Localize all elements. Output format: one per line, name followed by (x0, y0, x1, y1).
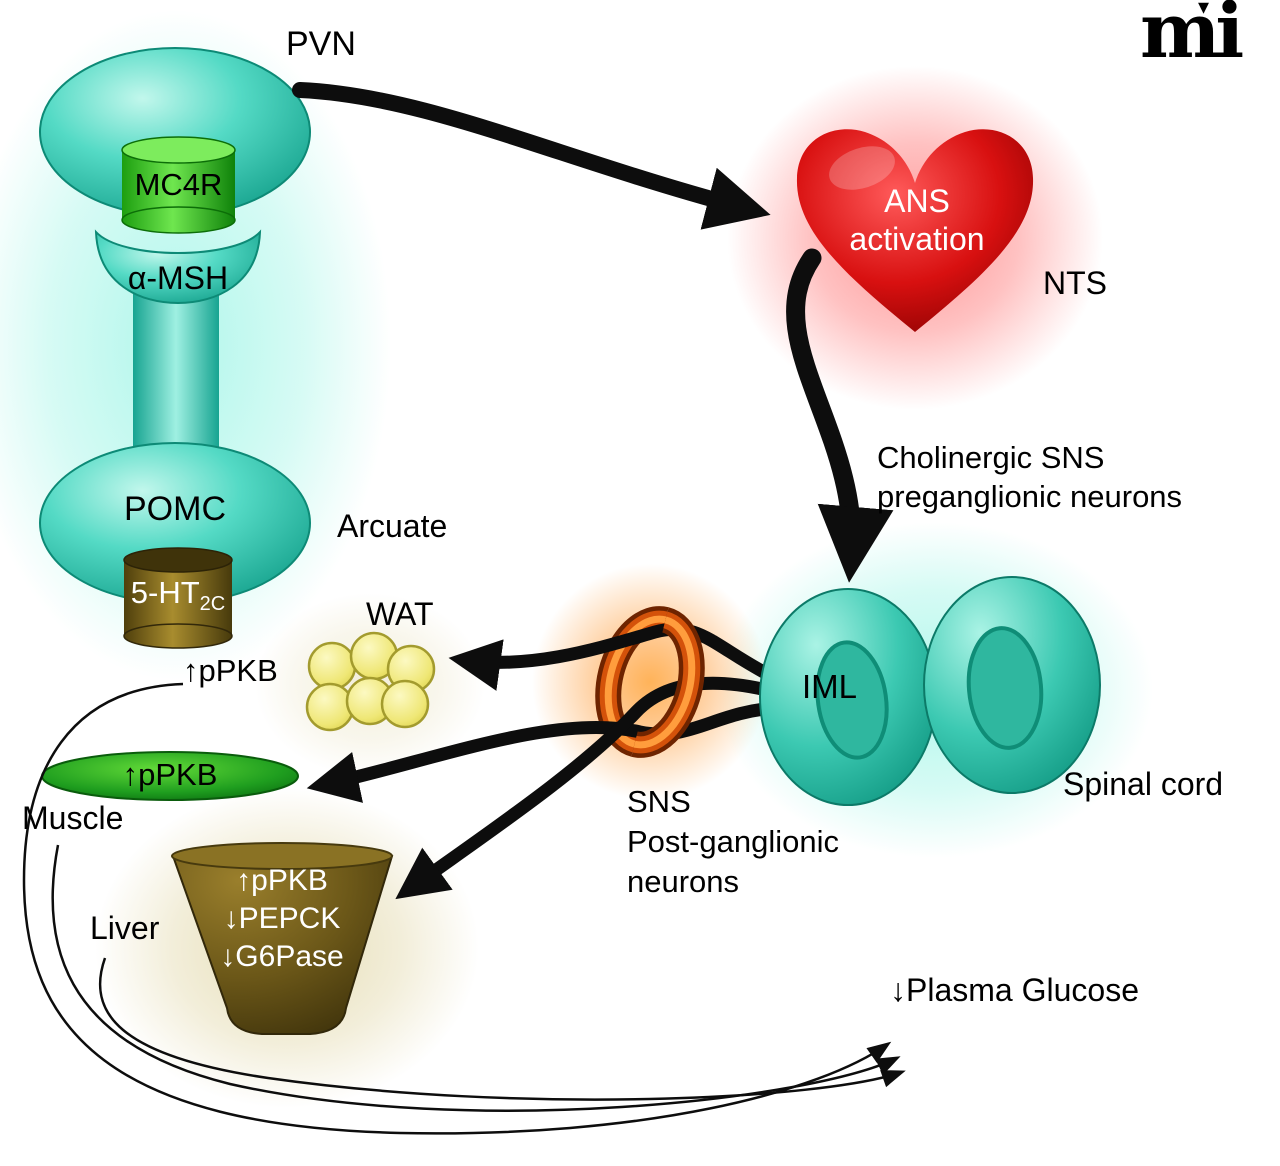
five-ht2c-label: 5-HT2C (122, 575, 234, 617)
spinal-cord-shape (759, 576, 1101, 806)
journal-logo: mi ▾ (1140, 0, 1260, 76)
heart-highlight (829, 146, 895, 190)
activation-line: activation (849, 221, 985, 257)
mc4r-receptor (121, 136, 236, 234)
ganglion-glow (532, 564, 768, 800)
pvn-label: PVN (286, 25, 356, 63)
liver-g6pase-line: ↓G6Pase (220, 940, 344, 973)
feedback-arrow-muscle (51, 844, 901, 1112)
nts-label: NTS (1043, 265, 1107, 301)
plasma-glucose-label: ↓Plasma Glucose (890, 972, 1139, 1008)
cholinergic-line1: Cholinergic SNS (877, 440, 1105, 475)
five-ht-subscript: 2C (199, 593, 226, 615)
pomc-label: POMC (124, 490, 226, 528)
alpha-msh-label: α-MSH (127, 260, 229, 296)
ans-activation-label: ANS activation (827, 182, 1007, 258)
alpha-msh-cup (94, 229, 262, 305)
arcuate-label: Arcuate (337, 508, 448, 544)
sns-postganglionic-label: SNS Post-ganglionic neurons (627, 782, 839, 902)
wat-adipocytes (305, 631, 436, 732)
postganglionic-arrow-to-wat (448, 622, 782, 691)
neuron-stem (133, 290, 219, 465)
muscle-label: Muscle (22, 800, 124, 836)
liver-shape (171, 842, 394, 1035)
iml-label: IML (802, 668, 858, 705)
feedback-arrow-liver (98, 957, 906, 1101)
ganglion-ring-front (631, 607, 705, 758)
spinal-cord-label: Spinal cord (1063, 766, 1224, 802)
journal-logo-mark-icon: ▾ (1198, 0, 1210, 20)
journal-logo-text: mi (1140, 0, 1244, 75)
feedback-arrow-wat (22, 682, 892, 1135)
sns-line1: SNS (627, 784, 691, 819)
wat-label: WAT (366, 596, 434, 632)
liver-pepck-line: ↓PEPCK (223, 902, 341, 935)
heart-shape (796, 129, 1034, 332)
mc4r-label: MC4R (134, 167, 223, 202)
muscle-ppkb-label: ↑pPKB (122, 757, 218, 792)
pvn-to-nts-arrow (292, 82, 771, 230)
wat-ppkb-label: ↑pPKB (183, 653, 278, 688)
five-ht-text: 5-HT (130, 575, 200, 610)
sns-line2: Post-ganglionic (627, 824, 839, 859)
liver-label: Liver (90, 910, 160, 946)
iml-right-column (966, 626, 1044, 750)
liver-markers-label: ↑pPKB ↓PEPCK ↓G6Pase (198, 862, 366, 976)
ans-line: ANS (884, 183, 950, 219)
serotonin-receptor (123, 547, 233, 649)
postganglionic-arrow-to-liver (395, 676, 782, 900)
cholinergic-label: Cholinergic SNS preganglionic neurons (877, 438, 1182, 516)
iml-left-column (815, 640, 889, 760)
cholinergic-line2: preganglionic neurons (877, 479, 1183, 514)
sns-line3: neurons (627, 864, 740, 899)
liver-ppkb-line: ↑pPKB (236, 864, 328, 897)
plasma-glucose-feedback-arrows (22, 682, 906, 1135)
nts-to-spinal-arrow (786, 248, 894, 583)
